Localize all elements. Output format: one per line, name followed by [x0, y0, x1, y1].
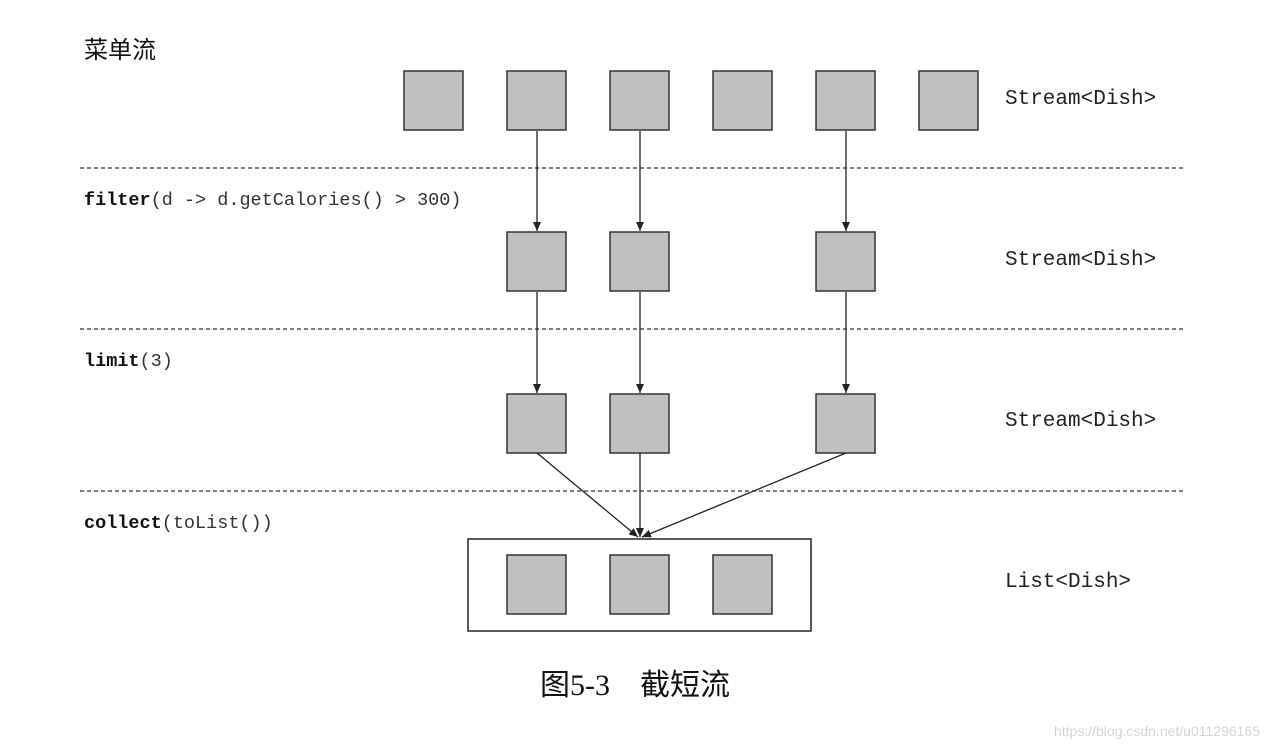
arrows — [533, 131, 850, 538]
source-stream — [403, 70, 979, 131]
result-list — [467, 538, 812, 632]
arrow — [641, 452, 847, 538]
collect-operation: collect(toList()) — [84, 513, 273, 534]
dish-box — [712, 70, 773, 131]
operation-name: collect — [84, 513, 162, 534]
diagram-title: 菜单流 — [84, 36, 156, 64]
operation-args: (3) — [139, 351, 173, 372]
stream-type-label: Stream<Dish> — [1005, 88, 1157, 111]
dish-box — [403, 70, 464, 131]
dish-box — [815, 231, 876, 292]
dish-box — [815, 70, 876, 131]
dish-box — [506, 393, 567, 454]
dish-box — [918, 70, 979, 131]
list-type-label: List<Dish> — [1005, 571, 1132, 594]
operation-args: (d -> d.getCalories() > 300) — [150, 190, 462, 211]
limited-stream — [506, 393, 876, 454]
dish-box — [506, 554, 567, 615]
operation-name: filter — [84, 190, 151, 211]
dish-box — [815, 393, 876, 454]
dish-box — [506, 70, 567, 131]
filtered-stream — [506, 231, 876, 292]
stream-type-label: Stream<Dish> — [1005, 410, 1157, 433]
stream-type-label: Stream<Dish> — [1005, 249, 1157, 272]
arrow — [536, 452, 639, 538]
operation-args: (toList()) — [161, 513, 273, 534]
dish-box — [712, 554, 773, 615]
limit-operation: limit(3) — [84, 351, 173, 372]
dish-box — [609, 70, 670, 131]
dish-box — [506, 231, 567, 292]
dish-box — [609, 393, 670, 454]
operation-name: limit — [84, 351, 140, 372]
filter-operation: filter(d -> d.getCalories() > 300) — [84, 190, 461, 211]
figure-caption: 图5-3 截短流 — [540, 669, 730, 702]
dish-box — [609, 231, 670, 292]
dish-box — [609, 554, 670, 615]
watermark: https://blog.csdn.net/u011296165 — [1053, 723, 1260, 739]
